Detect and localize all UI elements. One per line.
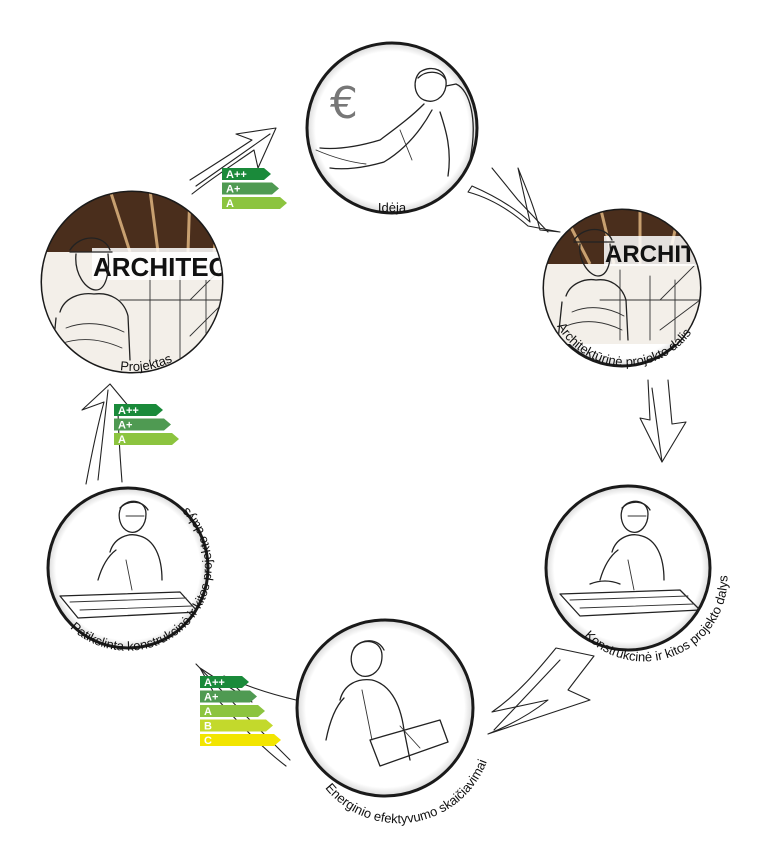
energy-class-label: A++ bbox=[226, 169, 247, 181]
energy-class-label: A++ bbox=[118, 405, 139, 417]
node-konstrukcine[interactable]: Konstrukcinė ir kitos projekto dalys bbox=[544, 484, 730, 665]
architect-word: ARCHITECT bbox=[605, 241, 744, 268]
arrow-right-down bbox=[639, 379, 687, 463]
node-architekturine[interactable]: ARCHITECT Architektūrinė projekto dalis bbox=[540, 206, 744, 369]
energy-class-label: A+ bbox=[226, 184, 240, 196]
energy-class-bar: A+ bbox=[114, 418, 171, 432]
energy-badge-left: A++ A+ A bbox=[114, 404, 179, 446]
energy-class-label: A++ bbox=[204, 677, 225, 689]
arrow-top-right bbox=[467, 167, 561, 233]
energy-class-label: C bbox=[204, 735, 212, 747]
energy-class-label: A+ bbox=[118, 420, 132, 432]
energy-class-bar: A++ bbox=[222, 168, 271, 181]
node-patikslinta[interactable]: Patikslinta konstrukcinė ir kitos projek… bbox=[46, 486, 215, 654]
energy-class-label: A bbox=[204, 706, 212, 718]
energy-class-bar: A bbox=[114, 433, 179, 446]
node-ideja[interactable]: € Idėja bbox=[305, 41, 479, 215]
energy-class-bar: A++ bbox=[114, 404, 163, 417]
euro-symbol: € bbox=[330, 78, 358, 129]
engineer-writing-icon bbox=[325, 640, 449, 767]
node-energinio[interactable]: Energinio efektyvumo skaičiavimai bbox=[295, 618, 490, 826]
energy-class-bar: C bbox=[200, 734, 281, 747]
energy-class-bar: A bbox=[200, 705, 265, 718]
businessman-reclining-icon bbox=[315, 67, 474, 177]
node-label: Idėja bbox=[378, 200, 407, 215]
energy-class-bar: A+ bbox=[200, 690, 257, 704]
arrow-left-up bbox=[81, 383, 131, 485]
energy-class-label: A+ bbox=[204, 692, 218, 704]
energy-class-bar: B bbox=[200, 719, 273, 733]
energy-class-label: A bbox=[226, 198, 234, 210]
node-projektas[interactable]: ARCHITECT Projektas bbox=[40, 190, 243, 374]
energy-class-bar: A+ bbox=[222, 182, 279, 196]
energy-class-label: B bbox=[204, 721, 212, 733]
energy-class-bar: A bbox=[222, 197, 287, 210]
energy-class-label: A bbox=[118, 434, 126, 446]
energy-badge-top: A++ A+ A bbox=[222, 168, 287, 210]
architect-word: ARCHITECT bbox=[93, 252, 243, 282]
arrow-bottom-right bbox=[487, 647, 595, 735]
arrow-top-left bbox=[189, 127, 277, 195]
architect-worker-icon bbox=[557, 228, 629, 341]
energy-badge-bottom: A++ A+ ABC bbox=[200, 676, 281, 747]
energy-class-bar: A++ bbox=[200, 676, 249, 689]
